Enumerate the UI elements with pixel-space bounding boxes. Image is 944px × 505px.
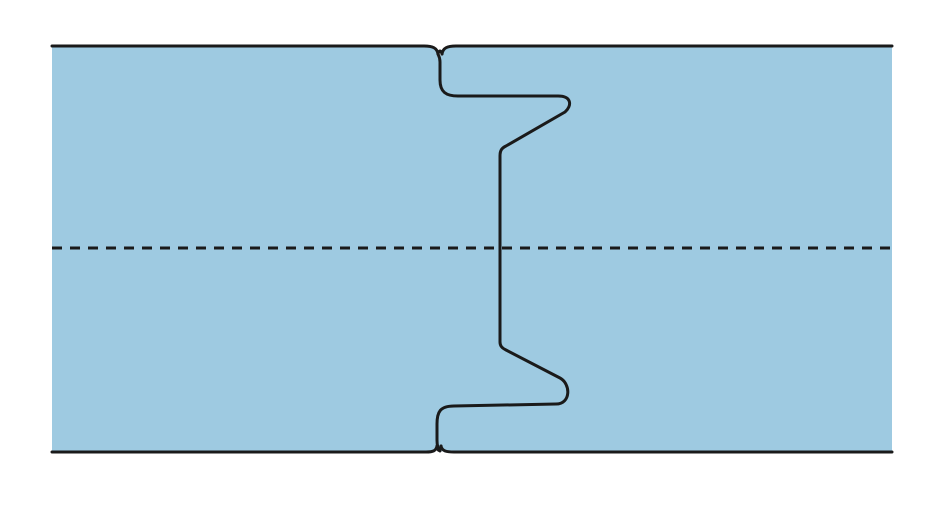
joint-notch-top	[436, 49, 444, 56]
joint-notch-bottom	[435, 444, 443, 452]
joint-profile-line	[435, 52, 572, 453]
